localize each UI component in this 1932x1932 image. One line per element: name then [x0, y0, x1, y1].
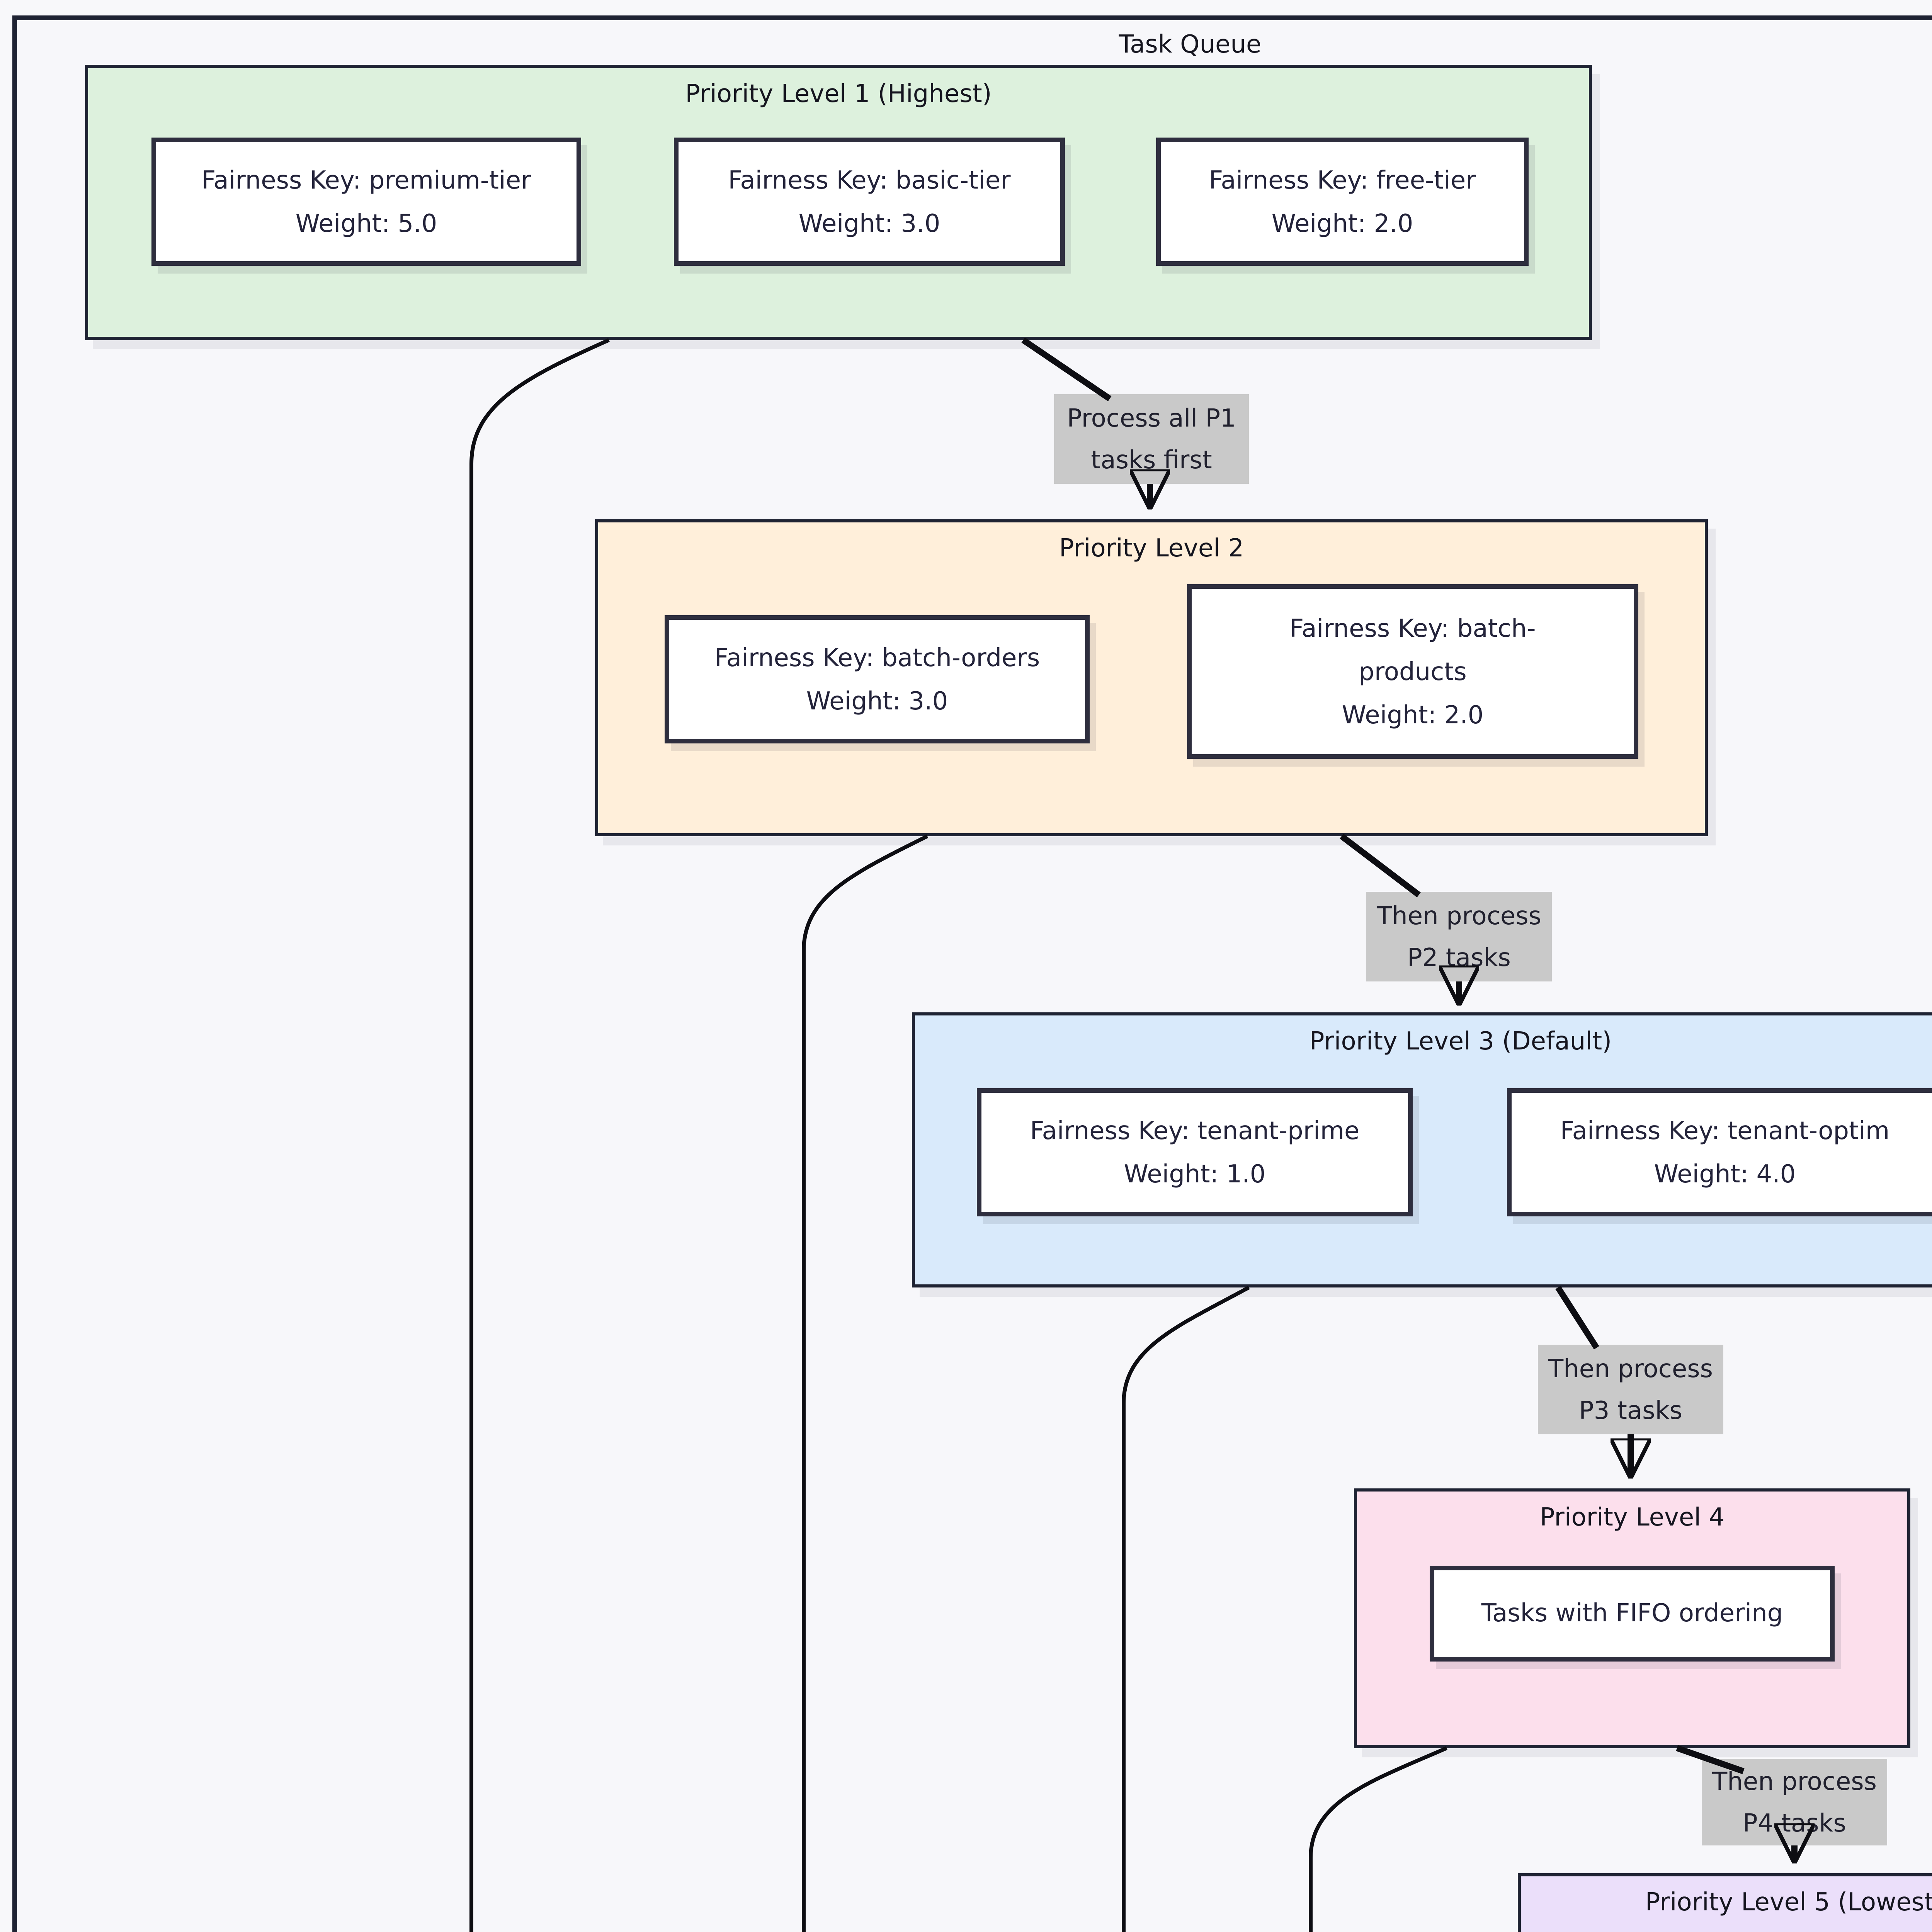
edge-label-p1-line2: tasks first	[1091, 445, 1212, 474]
edge-label-p3-line1: Then process	[1548, 1354, 1713, 1383]
node-tenant-optim-line1: Fairness Key: tenant-optim	[1560, 1115, 1890, 1145]
node-tenant-prime-line2: Weight: 1.0	[1124, 1158, 1266, 1188]
container-title: Task Queue	[1119, 29, 1262, 59]
edge-label-p3-line2: P3 tasks	[1579, 1396, 1682, 1425]
priority-level-5: Priority Level 5 (Lowest)	[1518, 1873, 1932, 1932]
node-batch-products-line1: Fairness Key: batch-	[1289, 613, 1536, 642]
node-premium-tier-line1: Fairness Key: premium-tier	[201, 165, 531, 194]
node-batch-products: Fairness Key: batch- products Weight: 2.…	[1187, 584, 1638, 759]
edge-label-p2-line1: Then process	[1377, 901, 1541, 930]
node-batch-products-line2: products	[1359, 656, 1467, 685]
node-basic-tier: Fairness Key: basic-tier Weight: 3.0	[674, 138, 1065, 266]
node-p4-fifo: Tasks with FIFO ordering	[1430, 1566, 1835, 1662]
node-p4-fifo-line1: Tasks with FIFO ordering	[1481, 1598, 1783, 1628]
node-basic-tier-line2: Weight: 3.0	[798, 208, 940, 237]
node-batch-orders-line2: Weight: 3.0	[806, 685, 948, 715]
node-batch-products-line3: Weight: 2.0	[1342, 699, 1484, 729]
node-free-tier-line1: Fairness Key: free-tier	[1209, 165, 1476, 194]
edge-label-p4: Then process P4 tasks	[1702, 1759, 1887, 1845]
edge-label-p3: Then process P3 tasks	[1538, 1345, 1723, 1434]
node-batch-orders-line1: Fairness Key: batch-orders	[714, 642, 1040, 672]
node-premium-tier-line2: Weight: 5.0	[295, 208, 437, 237]
node-free-tier-line2: Weight: 2.0	[1271, 208, 1413, 237]
priority-level-2-title: Priority Level 2	[1059, 533, 1244, 563]
edge-label-p2-line2: P2 tasks	[1407, 943, 1511, 972]
edge-label-p1-line1: Process all P1	[1067, 403, 1236, 433]
priority-level-3-title: Priority Level 3 (Default)	[1309, 1026, 1612, 1056]
priority-level-1-title: Priority Level 1 (Highest)	[685, 79, 992, 108]
node-tenant-optim: Fairness Key: tenant-optim Weight: 4.0	[1507, 1088, 1932, 1216]
edge-label-p4-line1: Then process	[1712, 1767, 1877, 1796]
node-tenant-optim-line2: Weight: 4.0	[1654, 1158, 1796, 1188]
edge-label-p2: Then process P2 tasks	[1366, 892, 1552, 981]
priority-level-5-title: Priority Level 5 (Lowest)	[1645, 1887, 1932, 1917]
priority-level-4-title: Priority Level 4	[1539, 1502, 1725, 1532]
node-basic-tier-line1: Fairness Key: basic-tier	[728, 165, 1011, 194]
node-tenant-prime: Fairness Key: tenant-prime Weight: 1.0	[977, 1088, 1413, 1216]
node-free-tier: Fairness Key: free-tier Weight: 2.0	[1156, 138, 1529, 266]
node-batch-orders: Fairness Key: batch-orders Weight: 3.0	[665, 615, 1090, 743]
node-premium-tier: Fairness Key: premium-tier Weight: 5.0	[151, 138, 581, 266]
edge-label-p1: Process all P1 tasks first	[1054, 394, 1249, 484]
node-tenant-prime-line1: Fairness Key: tenant-prime	[1030, 1115, 1360, 1145]
edge-label-p4-line2: P4 tasks	[1743, 1808, 1846, 1838]
